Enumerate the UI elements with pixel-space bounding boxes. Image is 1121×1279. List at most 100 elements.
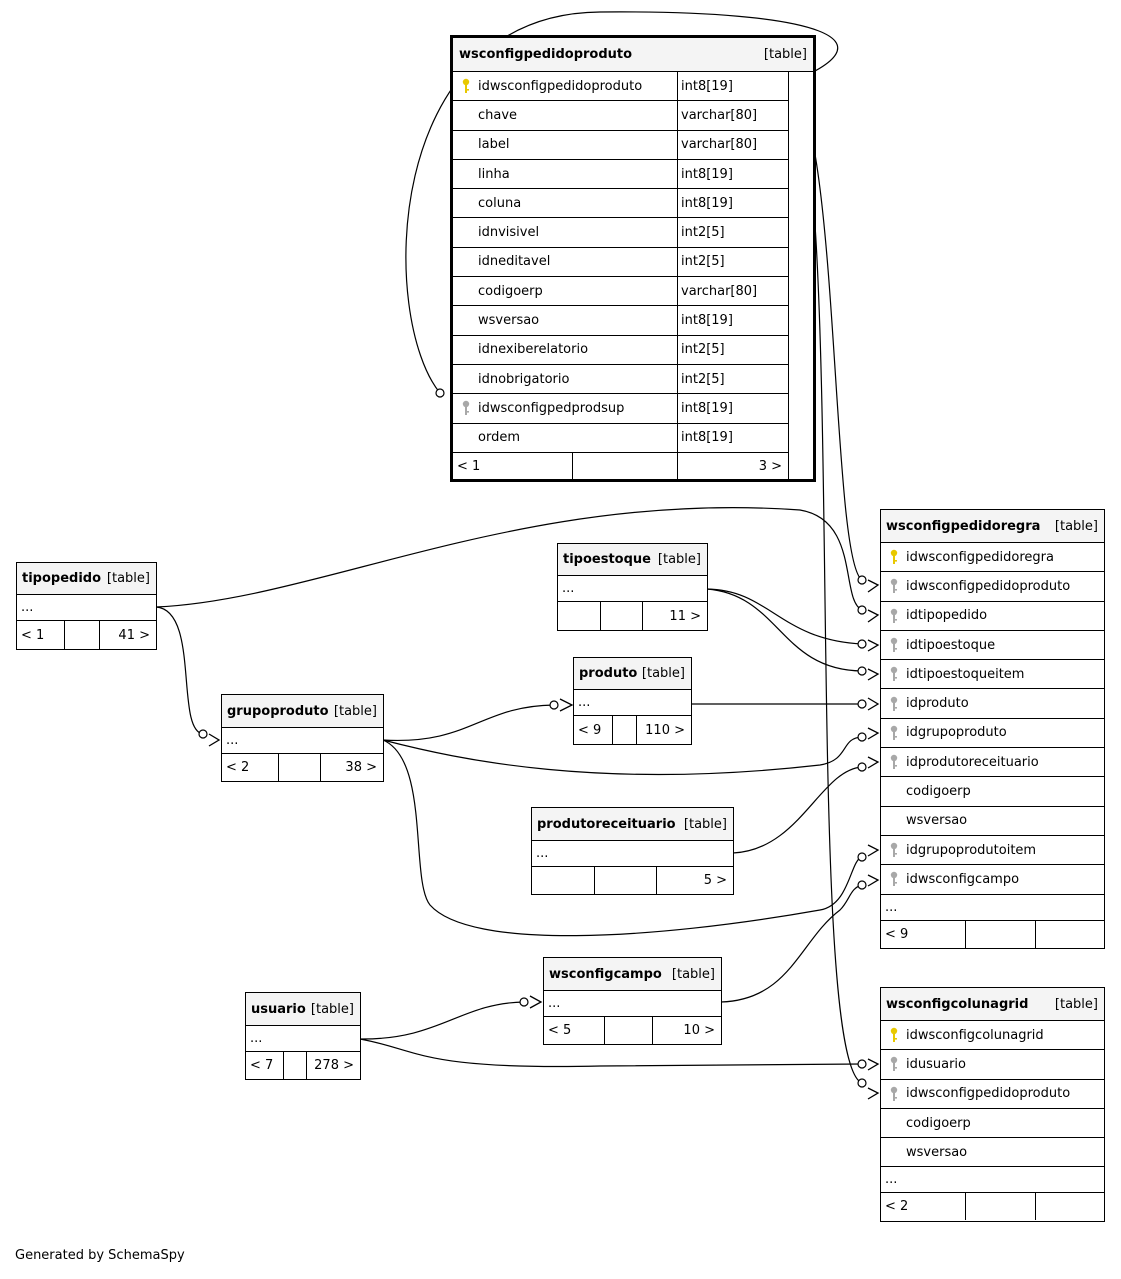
table-footer: 5 > (532, 867, 733, 894)
footer-divider (99, 621, 100, 649)
table-kind-label: [table] (683, 817, 727, 832)
edge-wsconfigpedidoproduto-self (405, 11, 839, 394)
crow-foot (867, 844, 880, 857)
footer-divider (283, 1052, 284, 1079)
table-kind-label: [table] (671, 967, 715, 982)
column-type: int8[19] (681, 78, 733, 94)
table-header: tipoestoque[table] (558, 544, 707, 576)
foreign-key-icon (890, 1057, 898, 1072)
column-row: linha int8[19] (453, 159, 788, 190)
table-name: tipopedido (22, 571, 102, 586)
table-header: tipopedido[table] (17, 563, 156, 595)
table-wsconfigpedidoproduto[interactable]: wsconfigpedidoproduto[table]idwsconfigpe… (450, 35, 816, 482)
crow-foot (867, 727, 880, 740)
edge-tipoestoque-to-regra-2 (706, 588, 863, 672)
table-header: wsconfigpedidoregra[table] (881, 510, 1104, 543)
parents-count: < 2 (885, 1199, 909, 1215)
column-name: idwsconfigpedidoproduto (906, 1086, 1071, 1102)
parents-count: < 9 (578, 722, 602, 738)
footer-divider (278, 754, 279, 781)
edge-tipoestoque-to-regra-1 (706, 588, 863, 645)
crow-foot (867, 1087, 880, 1100)
column-name: idwsconfigcolunagrid (906, 1027, 1044, 1043)
crow-foot (867, 639, 880, 652)
column-type: int2[5] (681, 371, 725, 387)
table-tipoestoque[interactable]: tipoestoque[table]...11 > (557, 543, 708, 631)
edge-end-circle (857, 666, 867, 676)
table-produtoreceituario[interactable]: produtoreceituario[table]...5 > (531, 807, 734, 895)
table-header: produtoreceituario[table] (532, 808, 733, 841)
column-row: wsversao (881, 807, 1104, 836)
column-row: idwsconfigpedidoproduto (881, 572, 1104, 602)
footer-divider (965, 920, 966, 948)
edge-end-circle (857, 639, 867, 649)
crow-foot (529, 995, 543, 1009)
table-name: wsconfigcampo (549, 967, 662, 982)
ellipsis-row: ... (544, 991, 721, 1017)
column-row: idnvisivel int2[5] (453, 218, 788, 248)
table-usuario[interactable]: usuario[table]... < 7 278 > (245, 992, 361, 1080)
foreign-key-icon (890, 725, 898, 740)
table-header: usuario[table] (246, 993, 360, 1026)
column-name: idwsconfigpedidoregra (906, 549, 1054, 565)
table-name: tipoestoque (563, 552, 651, 567)
table-footer: < 1 41 > (17, 621, 156, 649)
column-type: int2[5] (681, 254, 725, 270)
column-row: idnobrigatorio int2[5] (453, 364, 788, 395)
column-row: idwsconfigcampo (881, 865, 1104, 895)
column-type: varchar[80] (681, 283, 758, 299)
column-name: linha (478, 166, 510, 182)
parents-count: < 7 (250, 1058, 274, 1073)
edge-end-circle (198, 729, 208, 739)
ellipsis-text: ... (250, 1031, 263, 1046)
column-name: codigoerp (906, 784, 971, 800)
column-name: idprodutoreceituario (906, 754, 1039, 770)
footer-divider (64, 621, 65, 649)
foreign-key-icon (890, 696, 898, 711)
edge-usuario-to-colunagrid (359, 1038, 863, 1068)
foreign-key-icon (890, 755, 898, 770)
edge-produtoreceituario-to-regra (732, 766, 863, 854)
generated-by-note: Generated by SchemaSpy (15, 1248, 185, 1263)
column-type: int8[19] (681, 313, 733, 329)
table-wsconfigcolunagrid[interactable]: wsconfigcolunagrid[table]idwsconfigcolun… (880, 987, 1105, 1222)
footer-divider (636, 716, 637, 744)
column-divider (677, 247, 678, 277)
column-divider (677, 130, 678, 159)
footer-divider (652, 1017, 653, 1044)
ellipsis-text: ... (885, 899, 898, 915)
crow-foot (867, 668, 880, 681)
ellipsis-text: ... (548, 996, 561, 1011)
footer-divider (1035, 1193, 1036, 1221)
table-wsconfigpedidoregra[interactable]: wsconfigpedidoregra[table] idwsconfigpedi… (880, 509, 1105, 949)
column-type: int8[19] (681, 166, 733, 182)
column-name: idwsconfigpedidoproduto (906, 578, 1071, 594)
ellipsis-row: ... (558, 576, 707, 602)
table-name: wsconfigcolunagrid (886, 997, 1029, 1012)
edge-end-circle (435, 388, 445, 398)
column-row: idwsconfigpedidoregra (881, 543, 1104, 573)
column-type: int2[5] (681, 225, 725, 241)
primary-key-icon (462, 78, 470, 94)
children-count: 38 > (345, 760, 377, 775)
edge-tipopedido-to-grupoproduto (155, 606, 204, 735)
column-name: idnobrigatorio (478, 371, 570, 387)
children-count: 41 > (118, 627, 150, 643)
column-name: idnvisivel (478, 225, 540, 241)
column-type: int8[19] (681, 195, 733, 211)
children-count: 278 > (314, 1058, 354, 1073)
column-row: idgrupoproduto (881, 719, 1104, 749)
parents-count: < 1 (21, 627, 45, 643)
ellipsis-text: ... (226, 733, 239, 748)
